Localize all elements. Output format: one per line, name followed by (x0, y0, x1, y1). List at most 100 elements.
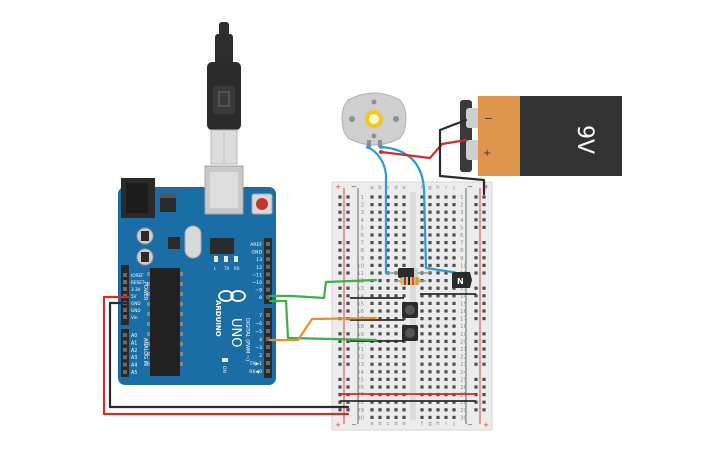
reset-button[interactable] (251, 193, 273, 215)
capacitor (136, 248, 154, 266)
breadboard-row-number: 22 (357, 355, 364, 361)
arduino-infinity-logo (218, 290, 246, 302)
crystal (184, 225, 202, 259)
breadboard-column-label: a (370, 421, 373, 427)
voltage-regulator (160, 196, 176, 212)
breadboard-row-number: 14 (460, 294, 467, 300)
wire-pin-5 (268, 316, 378, 342)
breadboard-row-number: 4 (460, 218, 464, 224)
breadboard-row-number: 21 (460, 347, 467, 353)
wire-5v (102, 295, 350, 416)
analog-pin-label: A2 (131, 348, 137, 354)
analog-pin-label: A4 (131, 363, 137, 369)
breadboard-column-label: e (402, 421, 406, 427)
breadboard-row-number: 10 (460, 263, 467, 269)
dc-motor (341, 92, 407, 147)
diode (386, 268, 430, 278)
breadboard-column-label: d (394, 421, 398, 427)
breadboard-column-label: i (445, 421, 447, 427)
push-button[interactable] (402, 302, 418, 318)
breadboard-column-label: h (436, 421, 440, 427)
breadboard-row-number: 20 (357, 339, 364, 345)
breadboard-row-number: 24 (357, 370, 364, 376)
digital-pin-label: AREF (250, 242, 262, 248)
push-button[interactable] (402, 325, 418, 341)
breadboard-row-number: 26 (357, 385, 364, 391)
digital-pin-label: 4 (259, 337, 262, 343)
breadboard-column-label: h (436, 185, 440, 191)
breadboard-row-number: 28 (460, 400, 467, 406)
digital-header-bottom (264, 308, 272, 378)
breadboard-row-number: 19 (357, 332, 364, 338)
digital-pin-label: 13 (256, 257, 262, 263)
digital-pin-label: RX◀0 (249, 369, 262, 375)
breadboard-row-number: 30 (460, 415, 467, 421)
on-led (222, 358, 228, 362)
wire-pin-9 (268, 299, 378, 342)
analog-header (121, 329, 129, 377)
digital-pin-label: ~5 (255, 329, 262, 335)
analog-header-title: ANALOG IN (142, 338, 148, 366)
breadboard-row-number: 18 (357, 324, 364, 330)
led-label: L (214, 266, 217, 271)
breadboard-row-number: 4 (361, 218, 365, 224)
usb-cable (207, 22, 241, 165)
transistor: N (452, 272, 472, 288)
breadboard-row-number: 20 (460, 339, 467, 345)
power-pin-label: IOREF (131, 273, 144, 278)
digital-pin-label: TX▶1 (249, 361, 262, 367)
breadboard-column-label: b (378, 421, 382, 427)
breadboard-row-number: 29 (460, 408, 467, 414)
digital-pin-label: ~6 (255, 321, 262, 327)
breadboard-column-label: c (386, 421, 389, 427)
power-header-title: POWER (142, 282, 148, 301)
breadboard-row-number: 24 (460, 370, 467, 376)
analog-pin-label: A5 (131, 370, 137, 376)
breadboard-row-number: 23 (357, 362, 364, 368)
breadboard-row-number: 23 (460, 362, 467, 368)
digital-pin-label: ~9 (255, 288, 262, 294)
transistor-label: N (457, 277, 464, 286)
breadboard-row-number: 13 (357, 286, 364, 292)
breadboard-row-number: 14 (357, 294, 364, 300)
breadboard-row-number: 16 (460, 309, 467, 315)
breadboard-row-number: 26 (460, 385, 467, 391)
wire-pin-10 (268, 278, 378, 300)
power-pin-label: 5V (131, 294, 137, 299)
breadboard-row-number: 7 (460, 241, 464, 247)
power-pin-label: GND (131, 308, 141, 313)
breadboard-row-number: 6 (460, 233, 464, 239)
breadboard-row-number: 5 (460, 225, 464, 231)
breadboard-column-label: f (421, 185, 424, 191)
breadboard-row-number: 3 (460, 210, 464, 216)
power-pin-label: GND (131, 301, 141, 306)
breadboard-row-number: 25 (357, 377, 364, 383)
breadboard-column-label: g (428, 421, 432, 427)
on-label: ON (221, 366, 227, 373)
breadboard-column-label: j (452, 421, 455, 427)
digital-pin-label: ~3 (255, 345, 262, 351)
breadboard-row-number: 9 (361, 256, 365, 262)
breadboard-column-label: e (402, 185, 406, 191)
digital-pin-label: GND (251, 250, 262, 256)
led-label: RX (234, 266, 240, 271)
digital-header-title: DIGITAL (PWM ~) (244, 318, 250, 361)
breadboard-row-number: 11 (357, 271, 364, 277)
breadboard-column-label: d (394, 185, 398, 191)
atmega-chip (150, 268, 180, 376)
wire-motor-2 (379, 145, 454, 274)
breadboard-row-number: 9 (460, 256, 464, 262)
breadboard-row-number: 19 (460, 332, 467, 338)
battery-plus-label: + (483, 148, 491, 159)
analog-pin-label: A1 (131, 340, 137, 346)
breadboard-column-label: f (421, 421, 424, 427)
breadboard-row-number: 30 (357, 415, 364, 421)
breadboard-row-number: 17 (460, 317, 467, 323)
breadboard-row-number: 16 (357, 309, 364, 315)
breadboard-row-number: 1 (361, 195, 365, 201)
breadboard-row-number: 6 (361, 233, 365, 239)
wire-battery-minus (438, 118, 486, 196)
breadboard-column-label: j (452, 185, 455, 191)
breadboard-row-number: 27 (460, 393, 467, 399)
